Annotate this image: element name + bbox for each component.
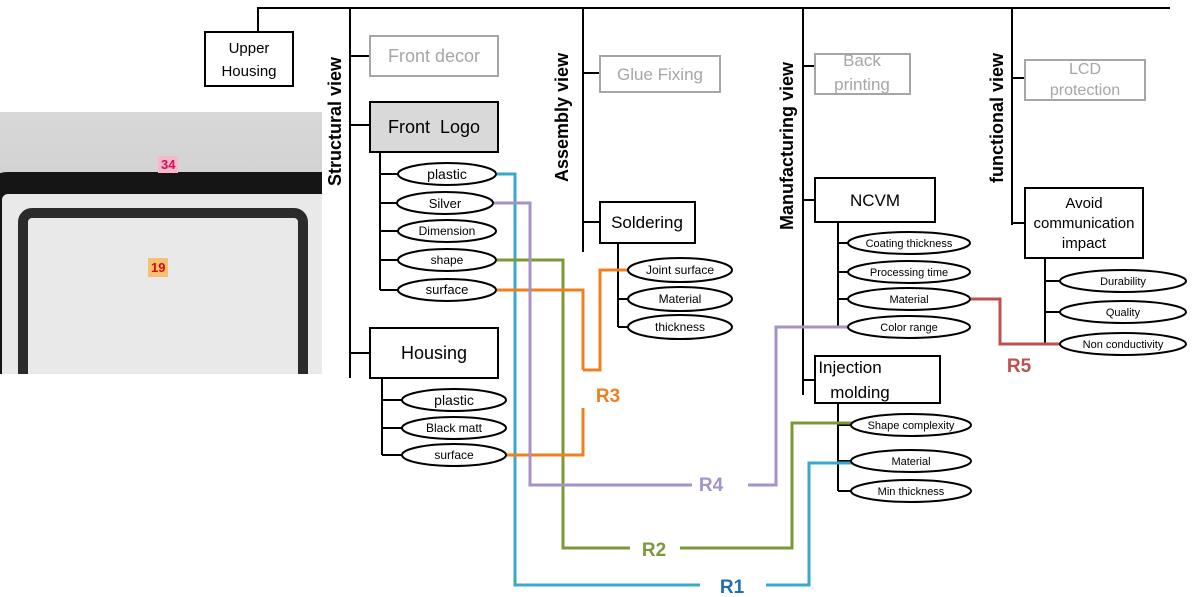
- housing-attr-plastic-label: plastic: [434, 392, 474, 408]
- housing-attr-surface-label: surface: [434, 448, 474, 462]
- injection-attr-shape-complexity-label: Shape complexity: [868, 420, 955, 432]
- soldering-attr-material-label: Material: [659, 292, 702, 306]
- relation-label-r3: R3: [596, 386, 620, 407]
- front-logo-attr-shape: [397, 248, 497, 272]
- avoid-attr-quality: [1059, 300, 1187, 324]
- front-logo-attr-plastic-label: plastic: [427, 166, 467, 182]
- back-printing-line2: printing: [834, 75, 890, 94]
- relation-label-r1: R1: [720, 577, 745, 597]
- view-label-assembly: Assembly view: [552, 52, 572, 182]
- housing-title: Housing: [401, 343, 467, 363]
- view-label-structural: Structural view: [325, 56, 345, 186]
- ncvm-attr-processing-time-label: Processing time: [870, 267, 948, 279]
- glue-fixing-label: Glue Fixing: [617, 65, 703, 84]
- avoid-impact-box: [1024, 187, 1144, 259]
- ncvm-attr-material: [847, 287, 971, 311]
- front-logo-attr-surface: [397, 278, 497, 302]
- ncvm-attr-color-range-label: Color range: [880, 322, 937, 334]
- injection-attr-shape-complexity: [850, 413, 972, 437]
- soldering-attr-thickness: [627, 314, 733, 340]
- photo-housing-inner: [18, 208, 308, 374]
- root-node-box: [204, 31, 294, 87]
- front-logo-attr-dimension-label: Dimension: [419, 224, 476, 238]
- front-decor-box: [369, 35, 499, 77]
- injection-molding-line2: molding: [830, 383, 890, 402]
- glue-fixing-box: [599, 55, 721, 93]
- avoid-attr-quality-label: Quality: [1106, 307, 1141, 319]
- front-logo-attr-dimension: [397, 219, 497, 243]
- avoid-attr-durability: [1059, 269, 1187, 293]
- front-logo-attr-plastic: [397, 162, 497, 186]
- relation-lines: [493, 172, 1063, 587]
- relation-line-r5: [971, 297, 1063, 346]
- soldering-box: [599, 201, 696, 244]
- photo-tag-bottom: 19: [148, 258, 169, 277]
- housing-attr-black-matt-label: Black matt: [426, 421, 483, 435]
- ncvm-attr-coating-thickness-label: Coating thickness: [866, 238, 953, 250]
- soldering-attr-thickness-label: thickness: [655, 320, 705, 334]
- relation-line-r1: [497, 172, 852, 587]
- soldering-attr-material: [627, 286, 733, 312]
- back-printing-line1: Back: [843, 51, 881, 70]
- front-decor-label: Front decor: [388, 46, 480, 66]
- ncvm-attr-processing-time: [847, 260, 971, 284]
- injection-attr-min-thickness: [850, 479, 972, 503]
- front-logo-attr-surface-label: surface: [426, 282, 469, 297]
- photo-tag-top: 34: [158, 156, 179, 173]
- avoid-attr-non-conductivity: [1059, 332, 1187, 356]
- soldering-attr-joint-surface-label: Joint surface: [646, 263, 714, 277]
- housing-photo: 34 19: [0, 112, 322, 374]
- view-label-manufacturing: Manufacturing view: [777, 61, 797, 230]
- tree-lines: [257, 7, 1170, 492]
- root-node-line1: Upper: [229, 40, 270, 57]
- ncvm-title: NCVM: [850, 191, 900, 210]
- soldering-attr-joint-surface: [627, 257, 733, 283]
- housing-attr-black-matt: [401, 416, 507, 440]
- lcd-protection-line1: LCD: [1069, 61, 1101, 78]
- front-logo-box: [369, 101, 499, 153]
- injection-attr-material: [850, 449, 972, 473]
- ncvm-box: [814, 177, 936, 223]
- front-logo-title: Front Logo: [388, 117, 480, 137]
- relation-label-r5: R5: [1007, 356, 1032, 377]
- relation-label-r2: R2: [642, 540, 666, 561]
- front-logo-attr-shape-label: shape: [431, 253, 464, 267]
- avoid-impact-line3: impact: [1062, 235, 1107, 252]
- root-node-line2: Housing: [221, 63, 276, 80]
- avoid-impact-line2: communication: [1034, 215, 1135, 232]
- lcd-protection-box: [1024, 59, 1146, 101]
- avoid-attr-non-conductivity-label: Non conductivity: [1083, 339, 1164, 351]
- relation-line-r4: [493, 201, 848, 487]
- front-logo-attr-silver-label: Silver: [429, 196, 462, 211]
- front-logo-attr-silver: [396, 191, 494, 215]
- soldering-title: Soldering: [611, 213, 683, 232]
- ncvm-attr-color-range: [847, 315, 971, 339]
- ncvm-attr-coating-thickness: [847, 231, 971, 255]
- relation-label-r4: R4: [699, 475, 724, 496]
- avoid-attr-durability-label: Durability: [1100, 276, 1146, 288]
- lcd-protection-line2: protection: [1050, 82, 1120, 99]
- housing-box: [369, 327, 499, 379]
- avoid-impact-line1: Avoid: [1065, 195, 1102, 212]
- injection-attr-material-label: Material: [891, 456, 930, 468]
- ncvm-attr-material-label: Material: [889, 294, 928, 306]
- injection-molding-box: [814, 355, 941, 404]
- injection-molding-line1: Injection: [818, 358, 881, 377]
- housing-attr-surface: [401, 443, 507, 467]
- housing-attr-plastic: [401, 388, 507, 412]
- view-label-functional: functional view: [987, 52, 1007, 183]
- back-printing-box: [814, 53, 911, 95]
- injection-attr-min-thickness-label: Min thickness: [878, 486, 945, 498]
